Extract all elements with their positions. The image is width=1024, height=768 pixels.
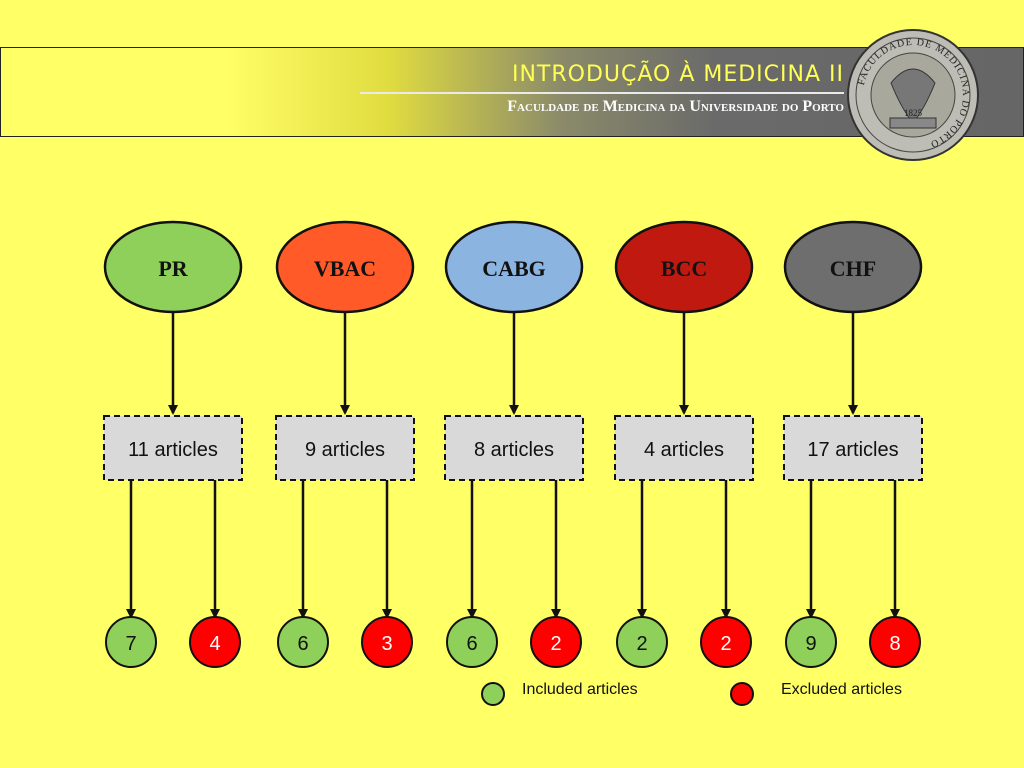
articles-box (103, 415, 243, 481)
included-node (785, 616, 837, 668)
included-legend-label: Included articles (522, 681, 638, 698)
group-vbac: VBAC 9 articles 6 3 (275, 220, 415, 668)
articles-count: 11 articles (128, 439, 218, 461)
group-chf: CHF 17 articles 9 8 (783, 220, 923, 668)
articles-box (275, 415, 415, 481)
articles-count: 17 articles (807, 439, 898, 461)
excluded-node (869, 616, 921, 668)
included-node (277, 616, 329, 668)
articles-count: 9 articles (305, 439, 385, 461)
faculty-title: Faculdade de Medicina da Universidade do… (507, 98, 844, 115)
seal-year: 1825 (904, 108, 923, 118)
included-node (105, 616, 157, 668)
excluded-count: 2 (550, 633, 561, 655)
excluded-node (700, 616, 752, 668)
articles-box (783, 415, 923, 481)
excluded-count: 2 (720, 633, 731, 655)
included-node (616, 616, 668, 668)
group-cabg: CABG 8 articles 6 2 (444, 220, 584, 668)
articles-count: 8 articles (474, 439, 554, 461)
topic-label: PR (158, 256, 188, 281)
excluded-legend-label: Excluded articles (781, 681, 902, 698)
topic-label: CABG (482, 256, 546, 281)
group-pr: PR 11 articles 7 4 (103, 220, 243, 668)
excluded-count: 4 (209, 633, 220, 655)
group-bcc: BCC 4 articles 2 2 (614, 220, 754, 668)
included-node (446, 616, 498, 668)
included-legend-dot (481, 682, 505, 706)
included-count: 7 (125, 633, 136, 655)
included-count: 2 (636, 633, 647, 655)
articles-count: 4 articles (644, 439, 724, 461)
articles-box (614, 415, 754, 481)
topic-label: CHF (830, 256, 876, 281)
excluded-legend-dot (730, 682, 754, 706)
included-count: 9 (805, 633, 816, 655)
excluded-node (189, 616, 241, 668)
excluded-count: 3 (381, 633, 392, 655)
included-count: 6 (466, 633, 477, 655)
course-title: INTRODUÇÃO À MEDICINA II (511, 62, 844, 87)
articles-box (444, 415, 584, 481)
faculty-seal-icon: FACULDADE DE MEDICINA DO PORTO 1825 (847, 29, 979, 161)
excluded-count: 8 (889, 633, 900, 655)
included-count: 6 (297, 633, 308, 655)
topic-label: BCC (661, 256, 707, 281)
topic-label: VBAC (314, 256, 376, 281)
excluded-node (530, 616, 582, 668)
header-divider (360, 92, 844, 94)
excluded-node (361, 616, 413, 668)
